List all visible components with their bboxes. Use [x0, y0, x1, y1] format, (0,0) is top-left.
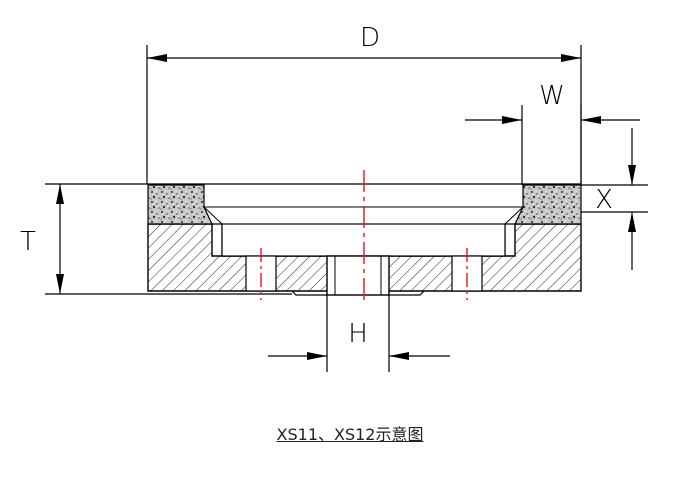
figure-caption: XS11、XS12示意图 [0, 421, 700, 445]
chamfer-right [504, 206, 524, 225]
caption-text: XS11、XS12示意图 [276, 425, 424, 444]
center-bore [326, 255, 390, 296]
abrasive-layer-left [147, 184, 213, 225]
w-label: W [539, 81, 565, 111]
x-label: X [595, 185, 613, 215]
chamfer-left [203, 206, 223, 225]
abrasive-layer-right [514, 184, 582, 225]
t-label: T [20, 227, 36, 257]
bottom-step-left [291, 290, 327, 296]
h-label: H [348, 319, 368, 349]
d-label: D [360, 23, 380, 53]
bottom-step-right [389, 290, 425, 296]
